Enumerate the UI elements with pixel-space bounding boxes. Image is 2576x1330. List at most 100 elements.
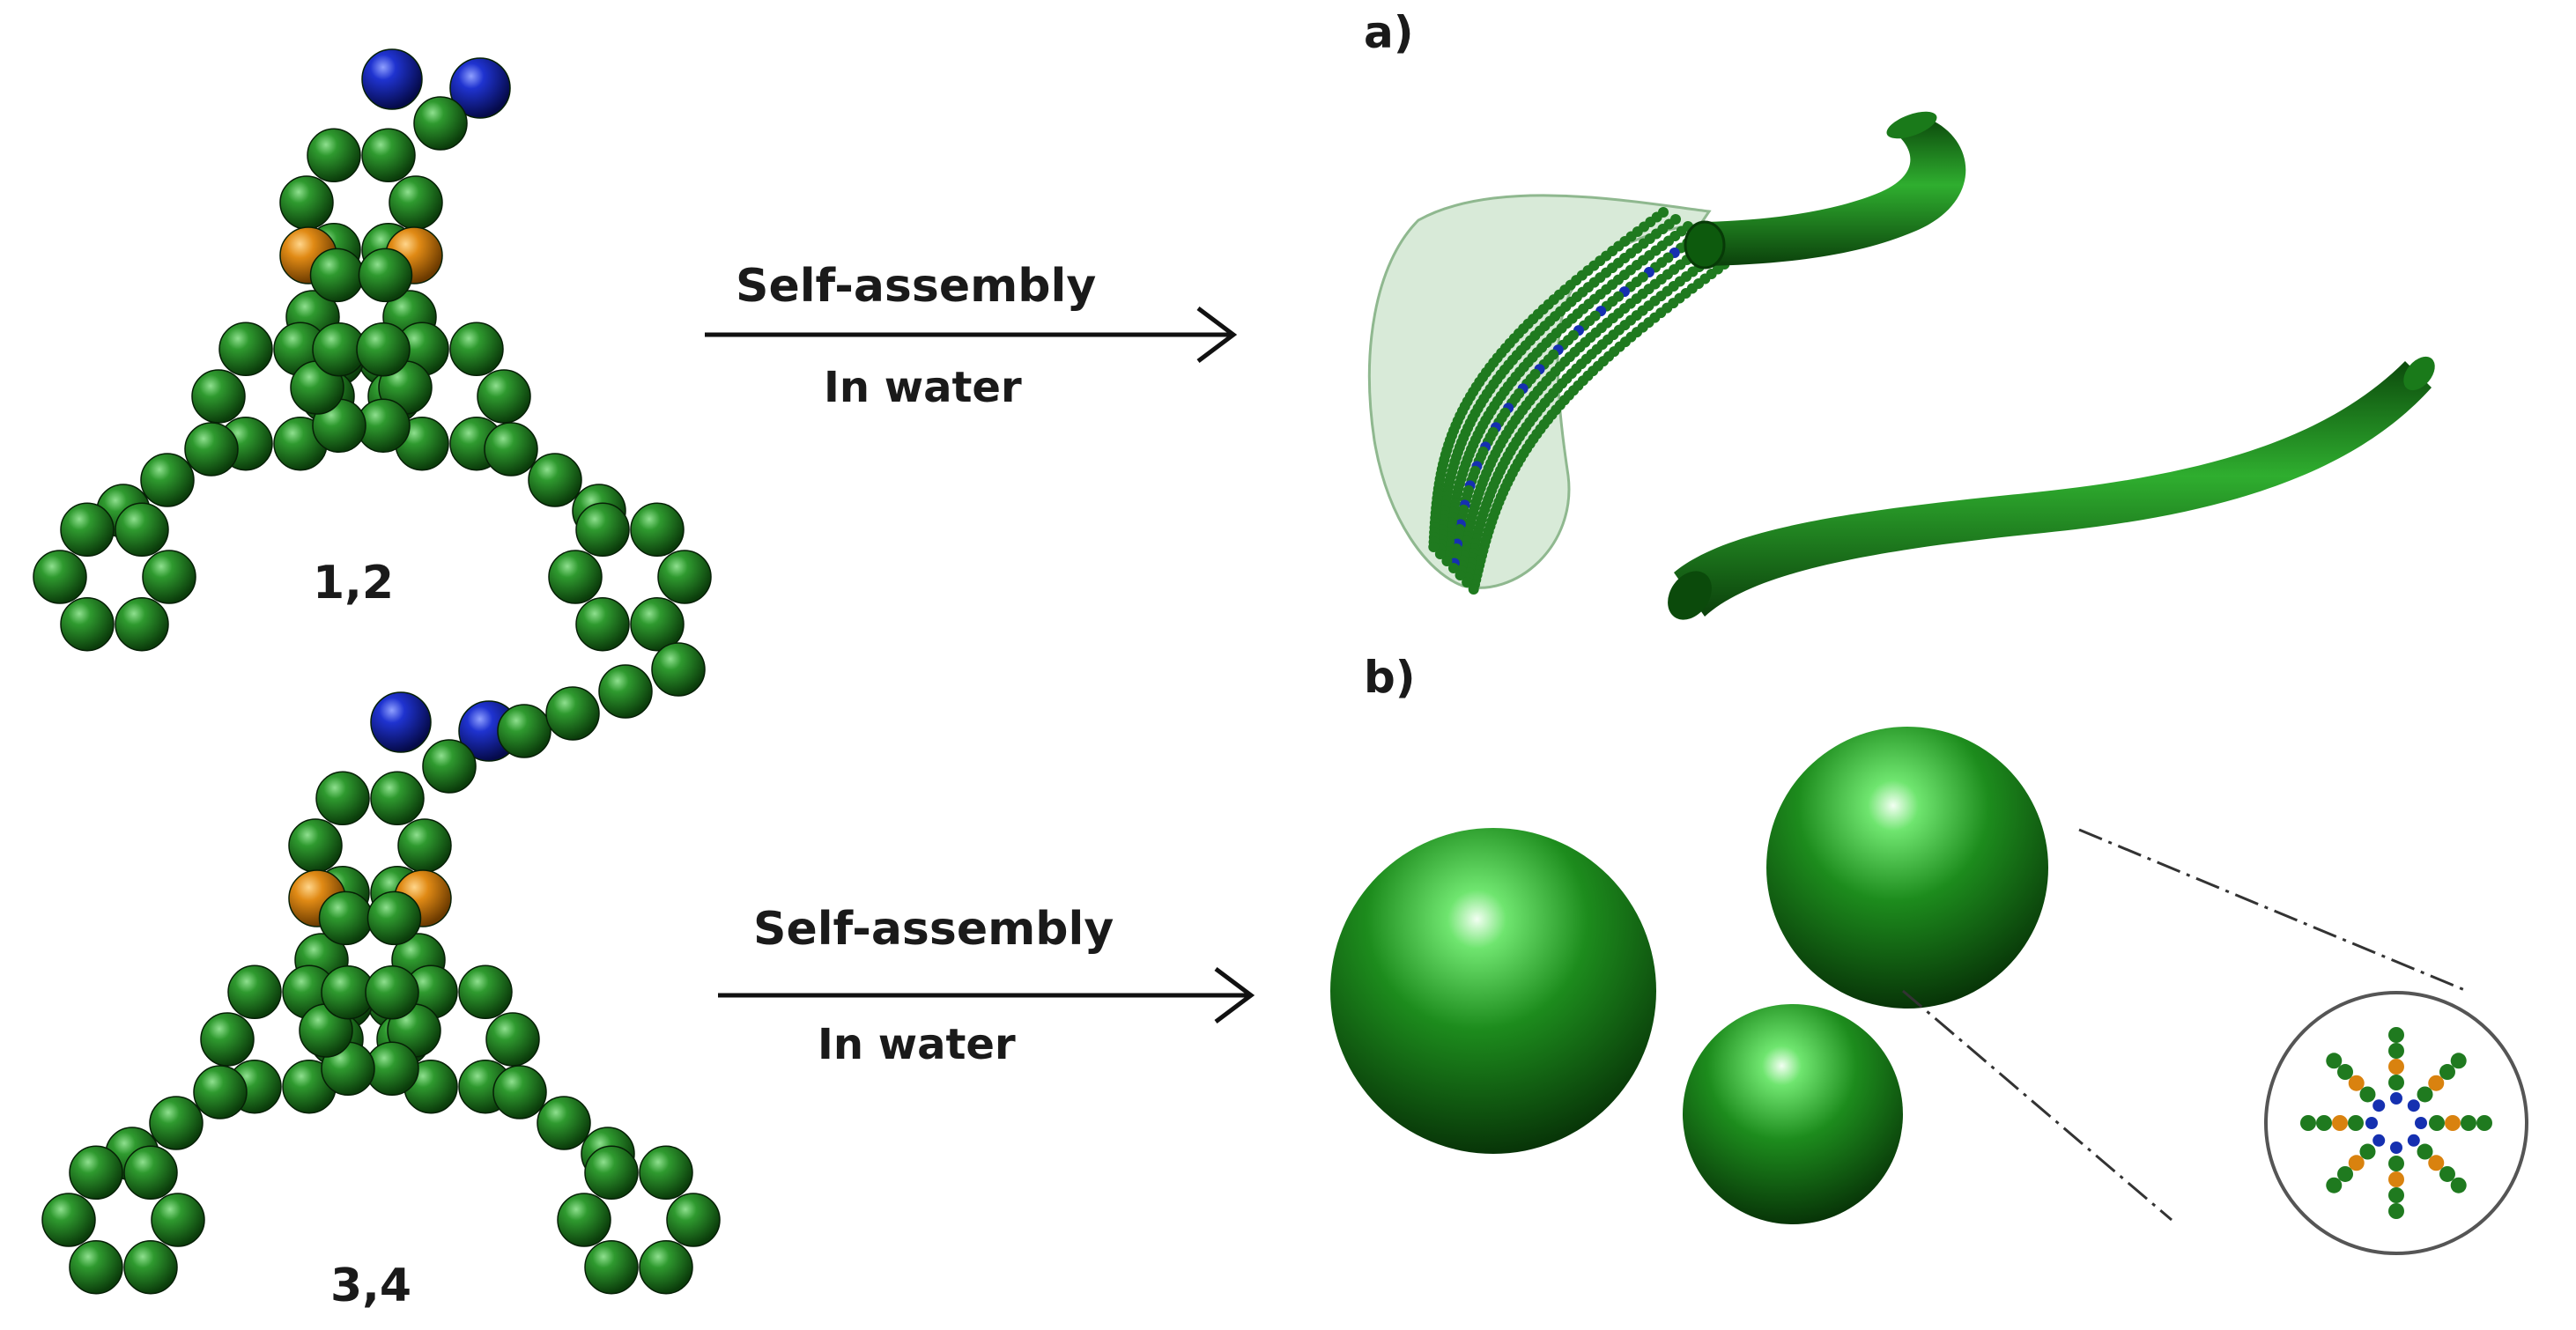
carbon-atom (389, 175, 443, 230)
carbon-atom (657, 550, 712, 604)
carbon-atom (397, 818, 452, 873)
micelle-atom (2476, 1115, 2492, 1131)
carbon-atom (315, 771, 370, 826)
micelle-atom (2348, 1115, 2364, 1131)
carbon-atom (537, 1096, 591, 1150)
carbon-atom (557, 1193, 611, 1247)
fiber-tube-solid (1705, 119, 1966, 266)
panel-a-label: a) (1364, 7, 1414, 58)
fiber-long-end-right (2403, 356, 2435, 391)
micelle-atom (2348, 1155, 2365, 1171)
carbon-atom (318, 890, 374, 946)
carbon-atom (497, 704, 551, 758)
carbon-atom (279, 175, 334, 230)
micelle-atom (2390, 1142, 2402, 1154)
fiber-long-end-left (1668, 571, 1712, 620)
carbon-atom (200, 1012, 255, 1067)
micelle-atom (2450, 1053, 2467, 1069)
carbon-atom (358, 248, 413, 303)
carbon-atom (492, 1065, 547, 1119)
carbon-atom (115, 596, 169, 652)
nanofiber-long (1668, 356, 2435, 620)
micelle-atom (2388, 1059, 2404, 1075)
carbon-atom (630, 596, 685, 652)
carbon-atom (140, 453, 195, 507)
carbon-atom (227, 964, 282, 1020)
micelle-atom (2388, 1187, 2404, 1203)
carbon-atom (370, 771, 425, 826)
panel-b-label: b) (1364, 652, 1416, 703)
carbon-atom (630, 502, 685, 558)
micelle-atom (2439, 1165, 2455, 1182)
micelle-atom (2326, 1177, 2343, 1193)
micelle-atom (2337, 1165, 2354, 1182)
molecule-1-2 (33, 48, 712, 652)
lattice-atom (1448, 563, 1459, 573)
carbon-atom (548, 550, 603, 604)
molecule-top-label: 1,2 (313, 557, 395, 610)
arrow-bottom-head (1214, 967, 1255, 1023)
micelle-atom (2388, 1171, 2404, 1187)
micelle-atom (2359, 1143, 2376, 1160)
micelle-atom (2365, 1117, 2378, 1129)
lattice-atom (1434, 549, 1446, 559)
nanosphere-small (1683, 1004, 1903, 1224)
carbon-atom (449, 321, 504, 377)
micelle-atom (2388, 1027, 2404, 1043)
carbon-atom (60, 596, 115, 652)
carbon-atom (123, 1239, 178, 1295)
carbon-atom (639, 1239, 693, 1295)
micelle-atom (2417, 1143, 2433, 1160)
carbon-atom (123, 1145, 178, 1201)
micelle-atom (2445, 1115, 2461, 1131)
micelle-atom (2417, 1086, 2433, 1103)
micelle-atom (2372, 1134, 2386, 1147)
fiber-tube-cut-end (1684, 220, 1726, 270)
micelle-atom (2428, 1075, 2445, 1091)
nanosphere-top-right (1766, 727, 2048, 1009)
micelle-atom (2316, 1115, 2332, 1131)
carbon-atom (484, 422, 538, 477)
micelle-atom (2326, 1053, 2343, 1069)
lattice-atom (1441, 556, 1453, 566)
zoom-line-top (2078, 828, 2468, 993)
carbon-atom (639, 1145, 693, 1201)
carbon-atom (193, 1065, 248, 1119)
carbon-atom (651, 642, 706, 697)
micelle-atom (2388, 1043, 2404, 1059)
carbon-atom (575, 502, 630, 558)
micelle-atom (2388, 1203, 2404, 1219)
micelle-atom (2439, 1064, 2455, 1081)
fiber-long-body (1674, 361, 2432, 617)
molecule-3-4 (41, 642, 721, 1295)
fiber-tube-end (1886, 111, 1937, 139)
carbon-atom (361, 128, 416, 183)
nitrogen-atom (361, 48, 423, 110)
arrow-top-head (1196, 307, 1238, 363)
micelle-atom (2332, 1115, 2348, 1131)
carbon-atom (307, 128, 361, 183)
micelle-atom (2300, 1115, 2316, 1131)
micelle-arrangement (2300, 1027, 2492, 1219)
carbon-atom (422, 739, 477, 794)
micelle-atom (2337, 1064, 2354, 1081)
carbon-atom (598, 664, 653, 719)
micelle-atom (2450, 1177, 2467, 1193)
lattice-atom (1428, 542, 1440, 552)
carbon-atom (151, 1193, 205, 1247)
carbon-atom (366, 890, 422, 946)
micelle-atom (2372, 1099, 2386, 1112)
micelle-atom (2428, 1155, 2445, 1171)
carbon-atom (545, 686, 600, 741)
arrow-bottom-label-2: In water (818, 1020, 1016, 1069)
carbon-atom (584, 1145, 639, 1201)
carbon-atom (69, 1239, 123, 1295)
lattice-atom (1455, 570, 1466, 580)
carbon-atom (413, 96, 468, 151)
carbon-atom (142, 550, 196, 604)
micelle-atom (2388, 1156, 2404, 1171)
carbon-atom (666, 1193, 721, 1247)
carbon-atom (584, 1239, 639, 1295)
nanosphere-large (1330, 828, 1656, 1154)
